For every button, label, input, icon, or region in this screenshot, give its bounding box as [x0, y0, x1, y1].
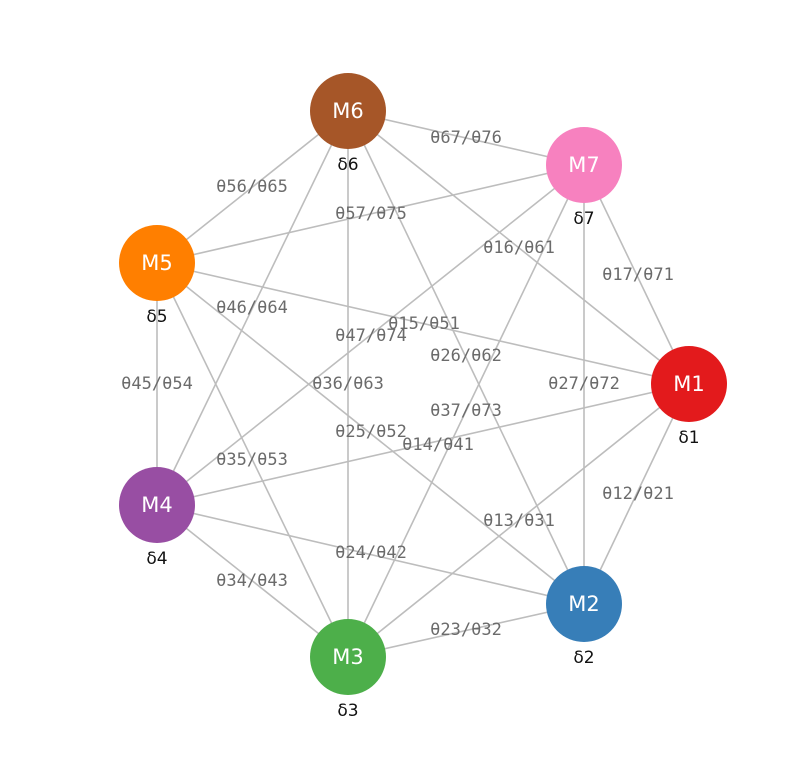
node-label-m7: M7: [568, 153, 599, 177]
edge-label-m2-m6: θ26/θ62: [430, 346, 502, 366]
edge-label-m3-m5: θ35/θ53: [216, 450, 288, 470]
node-m1: M1 δ1: [651, 346, 727, 448]
node-label-m5: M5: [141, 251, 172, 275]
edge-m1-m2: [583, 383, 690, 605]
node-circle-m2: [546, 566, 622, 642]
node-m7: M7 δ7: [546, 127, 622, 229]
edge-label-m2-m7: θ27/θ72: [548, 374, 620, 394]
edge-label-m2-m5: θ25/θ52: [335, 422, 407, 442]
node-m2: M2 δ2: [546, 566, 622, 668]
edge-m5-m6: [156, 110, 349, 264]
edge-label-m3-m7: θ37/θ73: [430, 401, 502, 421]
edge-m2-m6: [347, 110, 585, 605]
node-label-m6: M6: [332, 99, 363, 123]
edge-m1-m6: [347, 110, 690, 385]
edge-label-m6-m7: θ67/θ76: [430, 128, 502, 148]
edge-label-m3-m6: θ36/θ63: [312, 374, 384, 394]
node-label-m1: M1: [673, 372, 704, 396]
node-sublabel-m1: δ1: [678, 428, 699, 448]
edge-label-m2-m3: θ23/θ32: [430, 620, 502, 640]
node-circle-m5: [119, 225, 195, 301]
node-circle-m7: [546, 127, 622, 203]
edge-label-m1-m3: θ13/θ31: [483, 511, 555, 531]
edge-m3-m4: [156, 504, 349, 658]
node-label-m4: M4: [141, 493, 172, 517]
node-sublabel-m3: δ3: [337, 701, 358, 721]
edge-m1-m4: [156, 383, 690, 506]
edge-m4-m6: [156, 110, 349, 506]
node-circle-m4: [119, 467, 195, 543]
node-label-m2: M2: [568, 592, 599, 616]
edge-m3-m5: [156, 262, 349, 658]
edge-label-m1-m6: θ16/θ61: [483, 238, 555, 258]
edge-label-m1-m4: θ14/θ41: [402, 435, 474, 455]
edge-m2-m5: [156, 262, 585, 605]
edge-m5-m7: [156, 164, 585, 264]
edge-label-m5-m6: θ56/θ65: [216, 177, 288, 197]
edge-m2-m4: [156, 504, 585, 605]
edge-m6-m7: [347, 110, 585, 166]
edge-m2-m3: [347, 603, 585, 658]
node-sublabel-m5: δ5: [146, 307, 167, 327]
edge-label-m1-m2: θ12/θ21: [602, 484, 674, 504]
edge-labels-layer: θ12/θ21 θ13/θ31 θ14/θ41 θ15/θ51 θ16/θ61 θ17/θ…: [121, 128, 674, 640]
edge-label-m5-m7: θ57/θ75: [335, 204, 407, 224]
node-m3: M3 δ3: [310, 619, 386, 721]
edge-m3-m7: [347, 164, 585, 658]
node-sublabel-m2: δ2: [573, 648, 594, 668]
node-circle-m1: [651, 346, 727, 422]
node-sublabel-m6: δ6: [337, 155, 358, 175]
edge-m1-m3: [347, 383, 690, 658]
edge-m1-m5: [156, 262, 690, 385]
node-sublabel-m4: δ4: [146, 549, 167, 569]
edge-m4-m7: [156, 164, 585, 506]
node-m5: M5 δ5: [119, 225, 195, 327]
edge-label-m1-m7: θ17/θ71: [602, 265, 674, 285]
node-sublabel-m7: δ7: [573, 209, 594, 229]
node-m6: M6 δ6: [310, 73, 386, 175]
edge-m1-m7: [583, 164, 690, 385]
node-label-m3: M3: [332, 645, 363, 669]
node-circle-m3: [310, 619, 386, 695]
edge-label-m4-m5: θ45/θ54: [121, 374, 193, 394]
edges-layer: [156, 110, 690, 658]
edge-label-m1-m5: θ15/θ51: [388, 314, 460, 334]
edge-label-m4-m6: θ46/θ64: [216, 298, 288, 318]
node-m4: M4 δ4: [119, 467, 195, 569]
edge-label-m3-m4: θ34/θ43: [216, 571, 288, 591]
edge-label-m2-m4: θ24/θ42: [335, 543, 407, 563]
node-circle-m6: [310, 73, 386, 149]
edge-label-m4-m7: θ47/θ74: [335, 326, 407, 346]
